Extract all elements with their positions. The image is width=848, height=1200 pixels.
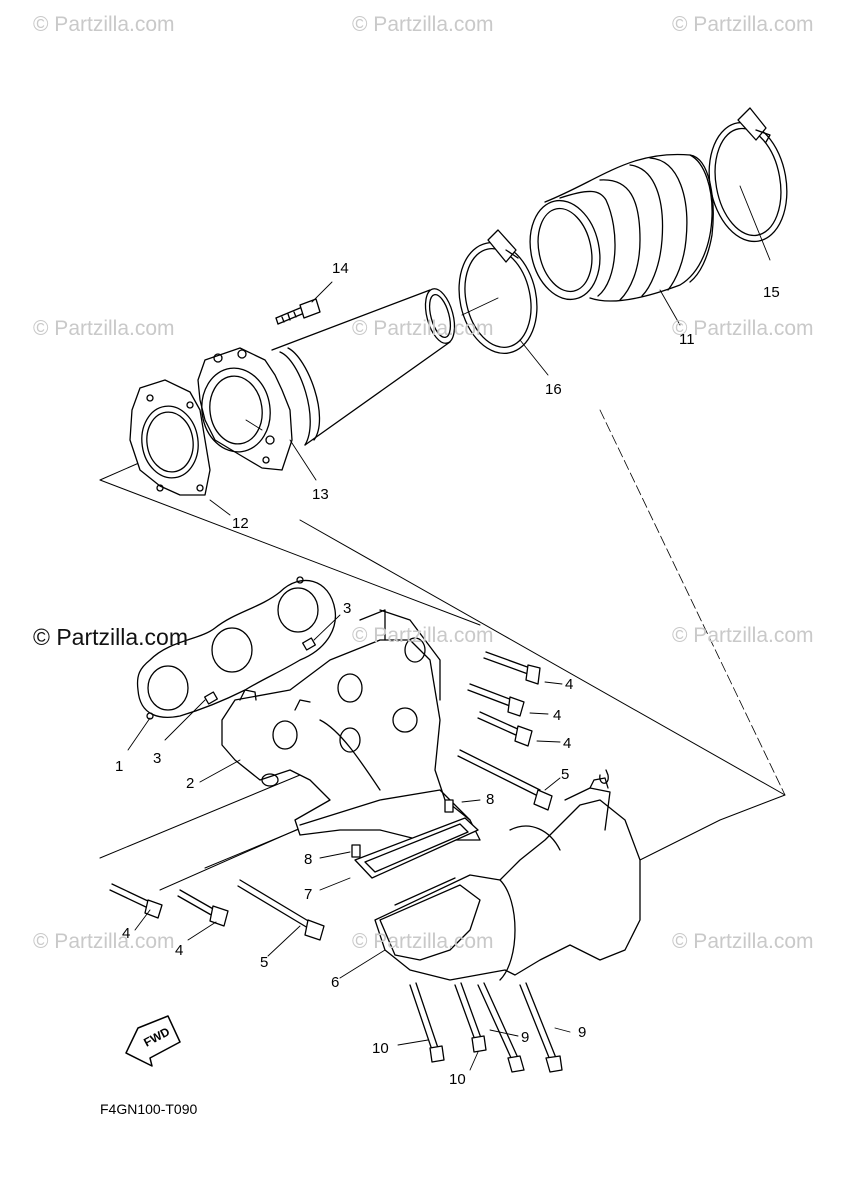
callout-8[interactable]: 8 [486,791,495,808]
bolts-4-5-left [109,879,325,941]
exhaust-pipe-13 [197,288,456,471]
watermark: © Partzilla.com [33,930,175,953]
callout-10[interactable]: 10 [372,1040,389,1057]
watermark: © Partzilla.com [672,624,814,647]
callout-3[interactable]: 3 [343,600,352,617]
gasket-12 [129,379,211,496]
callout-1[interactable]: 1 [115,758,124,775]
leader-lines [127,185,771,1071]
fwd-arrow [125,1015,181,1067]
callout-4[interactable]: 4 [553,707,562,724]
callout-15[interactable]: 15 [763,284,780,301]
bolts-10-9 [409,982,563,1073]
watermark: © Partzilla.com [352,317,494,340]
bolt-5-right [457,749,553,811]
exhaust-chamber-6 [374,769,641,981]
callout-7[interactable]: 7 [304,886,313,903]
watermark: © Partzilla.com [672,13,814,36]
dowel-pins-3 [204,637,316,705]
callout-13[interactable]: 13 [312,486,329,503]
callout-5[interactable]: 5 [561,766,570,783]
callout-4[interactable]: 4 [175,942,184,959]
watermark: © Partzilla.com [352,13,494,36]
assembly-guide-lines [99,409,786,891]
watermark: © Partzilla.com [33,317,175,340]
watermark: © Partzilla.com [352,930,494,953]
bolt-14 [275,298,321,325]
callout-11[interactable]: 11 [679,331,695,348]
gasket-1 [136,576,337,720]
callout-2[interactable]: 2 [186,775,195,792]
watermark: © Partzilla.com [352,624,494,647]
dowel-pins-8 [351,799,454,858]
callout-6[interactable]: 6 [331,974,340,991]
watermark: © Partzilla.com [33,13,175,36]
callout-14[interactable]: 14 [332,260,349,277]
callout-9[interactable]: 9 [521,1029,530,1046]
callout-5[interactable]: 5 [260,954,269,971]
bolts-4-right [467,651,541,747]
callout-4[interactable]: 4 [565,676,574,693]
exhaust-manifold-2 [221,609,481,841]
watermark-dark: © Partzilla.com [33,624,188,650]
hose-clamp-16 [458,229,538,354]
callout-4[interactable]: 4 [122,925,131,942]
callout-8[interactable]: 8 [304,851,313,868]
hose-clamp-15 [708,107,788,243]
callout-10[interactable]: 10 [449,1071,466,1088]
callout-16[interactable]: 16 [545,381,562,398]
diagram-code: F4GN100-T090 [100,1101,198,1117]
callout-9[interactable]: 9 [578,1024,587,1041]
callout-4[interactable]: 4 [563,735,572,752]
rubber-sleeve-11 [529,153,714,302]
gasket-7 [354,817,479,879]
callout-3[interactable]: 3 [153,750,162,767]
watermark: © Partzilla.com [672,317,814,340]
callout-12[interactable]: 12 [232,515,249,532]
watermark: © Partzilla.com [672,930,814,953]
